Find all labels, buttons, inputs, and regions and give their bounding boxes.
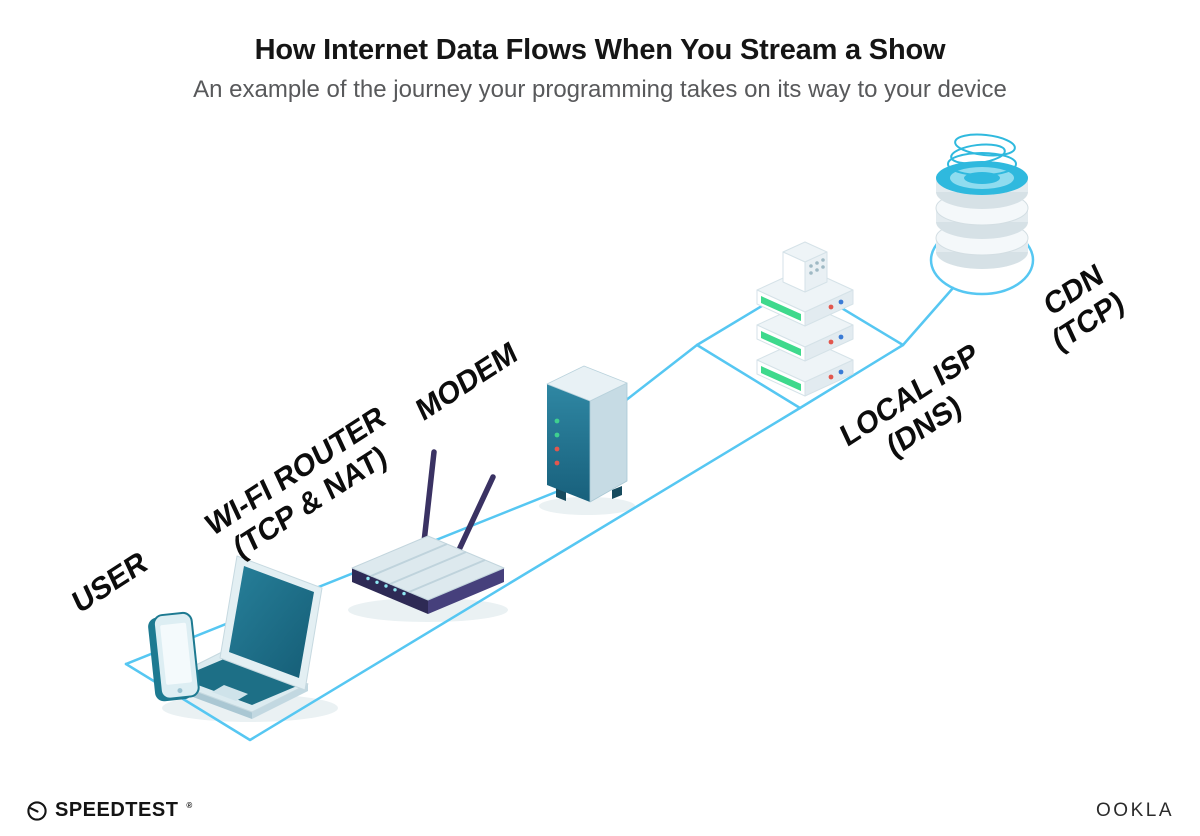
- wifi-router-icon: [351, 449, 505, 614]
- router-antenna-left: [421, 449, 437, 545]
- page-title: How Internet Data Flows When You Stream …: [254, 34, 946, 66]
- smartphone-icon: [148, 611, 200, 702]
- ookla-wordmark: OOKLA: [1096, 799, 1174, 821]
- speedtest-gauge-icon: [27, 800, 47, 821]
- cdn-database-icon: [935, 133, 1029, 269]
- isp-server-icon: [756, 241, 854, 397]
- modem-leds: [554, 418, 560, 466]
- ookla-logo: OOKLA: [1096, 800, 1174, 822]
- isp-top-unit: [782, 241, 828, 293]
- modem-icon: [546, 365, 628, 503]
- footer: SPEEDTEST ® OOKLA: [0, 799, 1200, 822]
- laptop-icon: [165, 555, 323, 719]
- cdn-rings: [947, 133, 1017, 176]
- header: How Internet Data Flows When You Stream …: [0, 34, 1200, 104]
- speedtest-trademark: ®: [186, 801, 193, 810]
- page-subtitle: An example of the journey your programmi…: [193, 76, 1007, 103]
- speedtest-logo: SPEEDTEST ®: [26, 799, 193, 822]
- router-leds: [366, 576, 406, 596]
- router-antenna-right: [455, 474, 496, 555]
- speedtest-wordmark: SPEEDTEST: [55, 799, 179, 821]
